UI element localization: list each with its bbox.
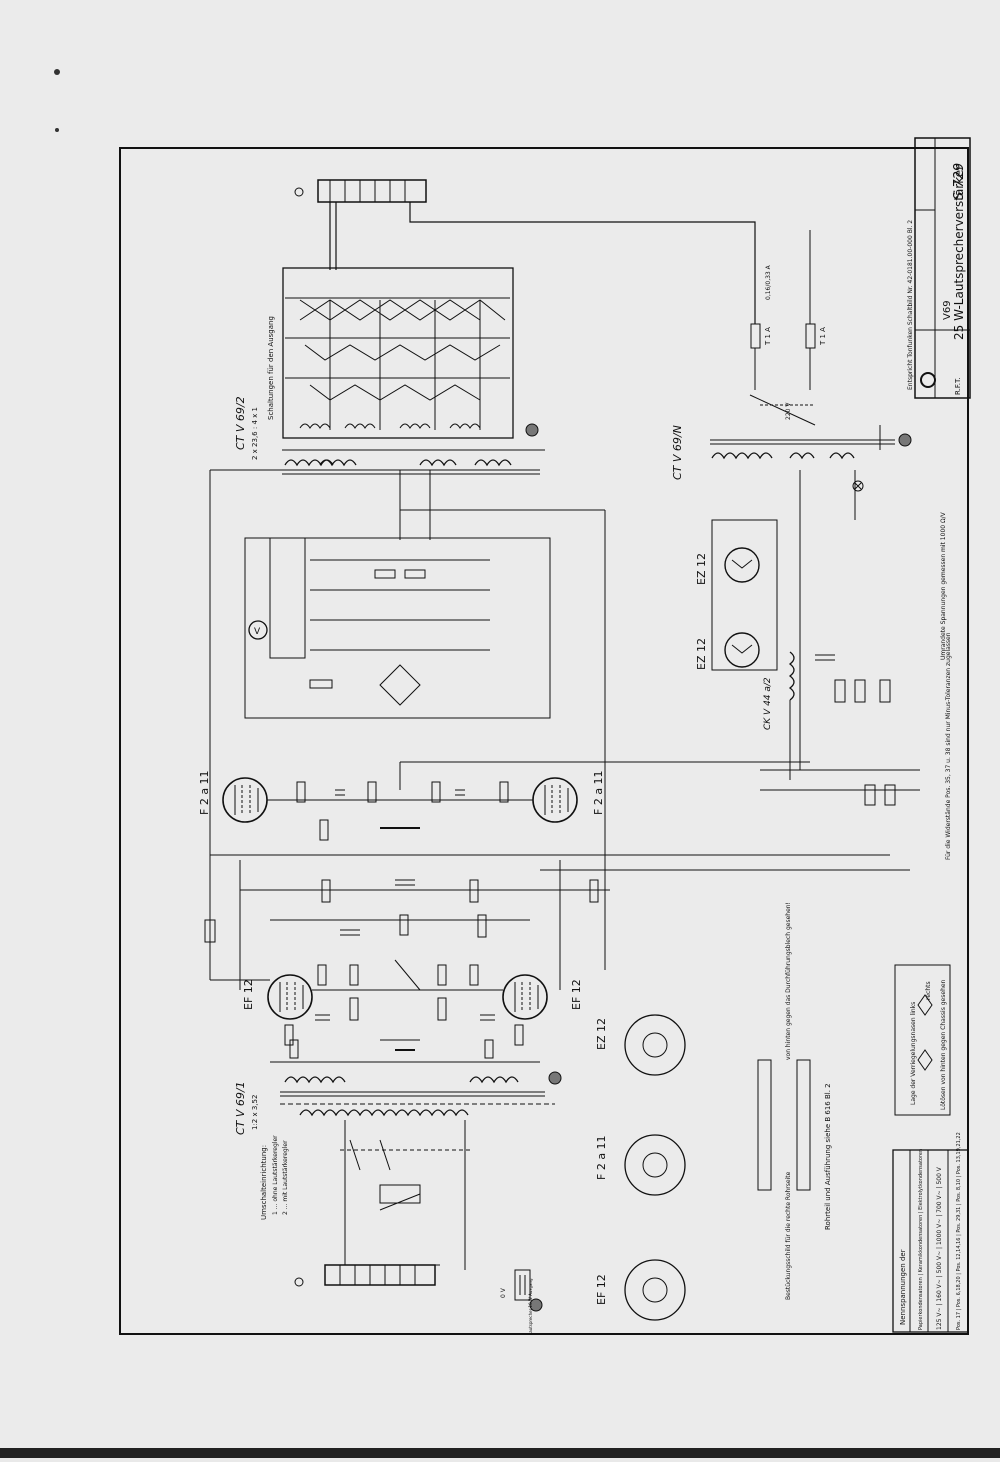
soldering-note: Lötösen von hinten gegen Chassis gesehen [940, 979, 947, 1110]
lug-position-box: Lage der Verriegelungsnasen links rechts… [894, 964, 951, 1116]
lug-left: Lage der Verriegelungsnasen links [910, 1002, 917, 1105]
rectifier-tube-1 [724, 632, 760, 668]
stamp-text: Lautsprecher 10 W Ausgang [528, 1278, 533, 1335]
output-transformer-label: CT V 69/2 [234, 396, 247, 450]
title-block: 25 W-Lautsprecherverstärker S 729 V69 En… [907, 137, 971, 399]
connector-front-label: Bestückungsschild für die rechte Rohrsei… [785, 1171, 792, 1300]
filter-section: CK V 44 a/2 [760, 651, 920, 806]
drawing-number: S 729 [952, 163, 967, 200]
input-stage: EF 12 EF 12 [242, 959, 583, 1063]
mains-fuses: T 1 A T 1 A 0,16/0,33 A 220 V [749, 230, 827, 426]
driver-left-label: F 2 a 11 [198, 770, 211, 815]
drawing-border [119, 147, 969, 1335]
socket-ez12-label: EZ 12 [595, 1018, 608, 1050]
input-switch-1: 1 ... ohne Lautstärkeregler [272, 1135, 279, 1215]
rectifier-2-label: EZ 12 [695, 553, 708, 585]
output-transformer-ratio: 2 x 23,6 : 4 x 1 [251, 407, 259, 460]
input-switch: Umschalteinrichtung: 1 ... ohne Lautstär… [260, 1120, 470, 1270]
output-switch-label: Schaltungen für den Ausgang [267, 316, 275, 420]
socket-f2a11-label: F 2 a 11 [595, 1135, 608, 1180]
input-right-label: EF 12 [570, 979, 583, 1010]
spec-reference: Entspricht Tonfunken Schaltbild Nr. 42-0… [907, 220, 914, 390]
rated-row-3: Pos. 17 | Pos. 6,18,20 | Pos. 12,14,16 |… [956, 1132, 962, 1330]
input-left-label: EF 12 [242, 979, 255, 1010]
lug-right: rechts [925, 981, 932, 1000]
connector-strips: Bestückungsschild für die rechte Rohrsei… [757, 902, 832, 1300]
driver-right-label: F 2 a 11 [592, 770, 605, 815]
driver-stage: F 2 a 11 F 2 a 11 [198, 761, 910, 871]
output-switch-matrix: Schaltungen für den Ausgang [267, 267, 539, 439]
input-transformer-label: CT V 69/1 [234, 1081, 247, 1135]
fuse-2-label: T 1 A [819, 327, 827, 346]
voltage-note: Umrandete Spannungen gemessen mit 1000 Ω… [940, 511, 947, 660]
grounded-note: von hinten gegen das Durchführungsblech … [785, 902, 792, 1060]
fuse-note: 0,16/0,33 A [765, 264, 772, 300]
rectifier-1-label: EZ 12 [695, 638, 708, 670]
input-tube-right [502, 974, 548, 1020]
input-transformer: CT V 69/1 1:2 x 3,52 [234, 1071, 562, 1135]
company-name: R.F.T. [954, 377, 962, 395]
input-connector: 0 V [294, 1264, 543, 1312]
meter-icon [248, 620, 268, 640]
input-switch-title: Umschalteinrichtung: [260, 1145, 268, 1220]
power-transformer: CT V 69/N [671, 425, 912, 480]
input-transformer-ratio: 1:2 x 3,52 [251, 1095, 259, 1130]
rectifier-tube-2 [724, 547, 760, 583]
rated-row-1: Papierkondensatoren | Keramikkondensator… [918, 1149, 924, 1330]
input-switch-2: 2 ... mit Lautstärkeregler [282, 1140, 289, 1215]
rated-row-2: 125 V~ | 160 V~ | 500 V~ | 1000 V~ | 700… [936, 1166, 943, 1330]
socket-diagrams: EZ 12 F 2 a 11 EF 12 [595, 1014, 686, 1321]
power-transformer-label: CT V 69/N [671, 425, 684, 480]
terminal-0v: 0 V [500, 1287, 507, 1298]
svg-text:V: V [254, 627, 261, 637]
connector-note: Rohrteil und Ausführung siehe B 616 Bl. … [824, 1083, 832, 1230]
output-connector [294, 179, 427, 203]
bridge-section: V [209, 469, 606, 980]
fuse-1-label: T 1 A [764, 327, 772, 346]
coupling-network [204, 860, 610, 990]
choke-label: CK V 44 a/2 [763, 677, 773, 730]
rated-header: Nennspannungen der [899, 1249, 907, 1325]
unit-code: V69 [942, 300, 953, 320]
rated-voltage-table: Nennspannungen der Papierkondensatoren |… [892, 1132, 969, 1333]
input-tube-left [267, 974, 313, 1020]
tolerance-note: Für die Widerstände Pos. 35, 37 u. 38 si… [945, 632, 952, 860]
mains-voltage: 220 V [785, 402, 792, 420]
output-transformer: CT V 69/2 2 x 23,6 : 4 x 1 [234, 396, 545, 475]
rectifier-section: EZ 12 EZ 12 [695, 470, 864, 770]
title-text: 25 W-Lautsprecherverstärker [952, 165, 966, 340]
company-logo [920, 372, 936, 388]
socket-ef12-label: EF 12 [595, 1274, 608, 1305]
